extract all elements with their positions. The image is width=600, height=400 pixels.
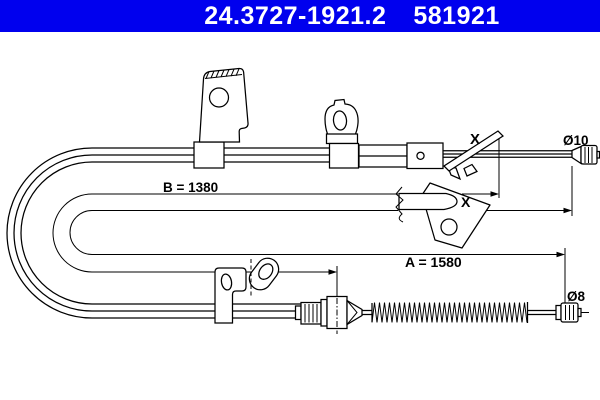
end-disc-bottom — [555, 304, 562, 321]
bracket-mounting-hole — [208, 87, 230, 108]
grommet-hole — [332, 110, 348, 131]
cable-end-top — [571, 144, 600, 165]
adjuster-assembly — [294, 295, 372, 330]
end-barrel-bottom-ridges — [565, 305, 574, 320]
housing-hole — [416, 151, 425, 161]
end-nub-top — [596, 150, 600, 159]
conduit-line-middle — [13, 154, 407, 312]
bracket-fold-hatching — [205, 68, 240, 79]
detail-bracket-hole — [440, 218, 458, 236]
keyhole-plate — [214, 267, 247, 324]
adjuster-flange — [320, 298, 328, 327]
title-bar: 24.3727-1921.2 581921 — [0, 0, 600, 32]
brake-cable-diagram: B = 1380 A = 1580 X X Ø10 Ø8 — [6, 67, 600, 334]
adjuster-rod — [362, 309, 372, 316]
detail-bracket-plate — [421, 182, 491, 249]
keyhole-tab — [248, 257, 280, 291]
spring-section — [371, 302, 589, 323]
keyhole-bracket — [214, 257, 280, 324]
mounting-bracket-top — [193, 67, 249, 169]
conduit-outline-outer — [6, 147, 407, 319]
diameter-label-bottom: Ø8 — [567, 289, 586, 304]
bracket-x-tab2 — [463, 163, 478, 177]
adjuster-nut-ridges — [304, 304, 318, 323]
adjuster-collar — [294, 305, 302, 321]
bracket-x-mark: X — [470, 131, 480, 148]
end-barrel-top-ridges — [584, 147, 593, 163]
dim-b-line — [52, 193, 398, 273]
adjuster-trumpet — [346, 299, 363, 326]
conduit-outline-inner — [20, 161, 407, 305]
adjuster-trumpet-lines — [346, 300, 358, 325]
part-number: 24.3727-1921.2 — [204, 1, 387, 30]
arrowhead — [490, 191, 499, 197]
dim-b-label: B = 1380 — [163, 180, 218, 195]
detail-conduit-end — [398, 192, 458, 211]
dimension-arrowheads — [328, 191, 572, 275]
arrowhead — [556, 251, 565, 258]
end-cone-top — [571, 145, 582, 165]
abutment-bracket-x — [443, 130, 504, 181]
dim-a-line — [69, 210, 557, 255]
bracket-x-strip — [443, 130, 504, 172]
cable-assembly — [6, 147, 572, 319]
spring-end-bars — [371, 302, 529, 323]
end-rod-bottom — [527, 309, 557, 316]
keyhole-tab-hole — [258, 263, 274, 280]
dim-a-label: A = 1580 — [405, 254, 462, 270]
arrowhead — [563, 207, 572, 214]
adjuster-grooved-nut — [300, 301, 322, 325]
keyhole-plate-hole — [220, 273, 233, 291]
reference-number: 581921 — [413, 1, 500, 30]
grommet-clip — [324, 98, 360, 169]
diameter-label-top: Ø10 — [563, 133, 589, 148]
cable-housing — [406, 142, 444, 170]
end-nub-bottom — [577, 307, 582, 318]
grommet-band — [325, 133, 359, 145]
break-squiggle — [395, 186, 404, 223]
bracket-x-detail-view — [395, 182, 564, 249]
arrowhead — [328, 269, 337, 275]
keyhole-tab-body — [248, 257, 280, 291]
spring-coil — [371, 302, 528, 323]
grommet-clamp — [328, 142, 360, 169]
detail-x-mark: X — [461, 194, 471, 210]
bracket-clamp — [193, 141, 225, 169]
grommet-body — [324, 98, 359, 144]
